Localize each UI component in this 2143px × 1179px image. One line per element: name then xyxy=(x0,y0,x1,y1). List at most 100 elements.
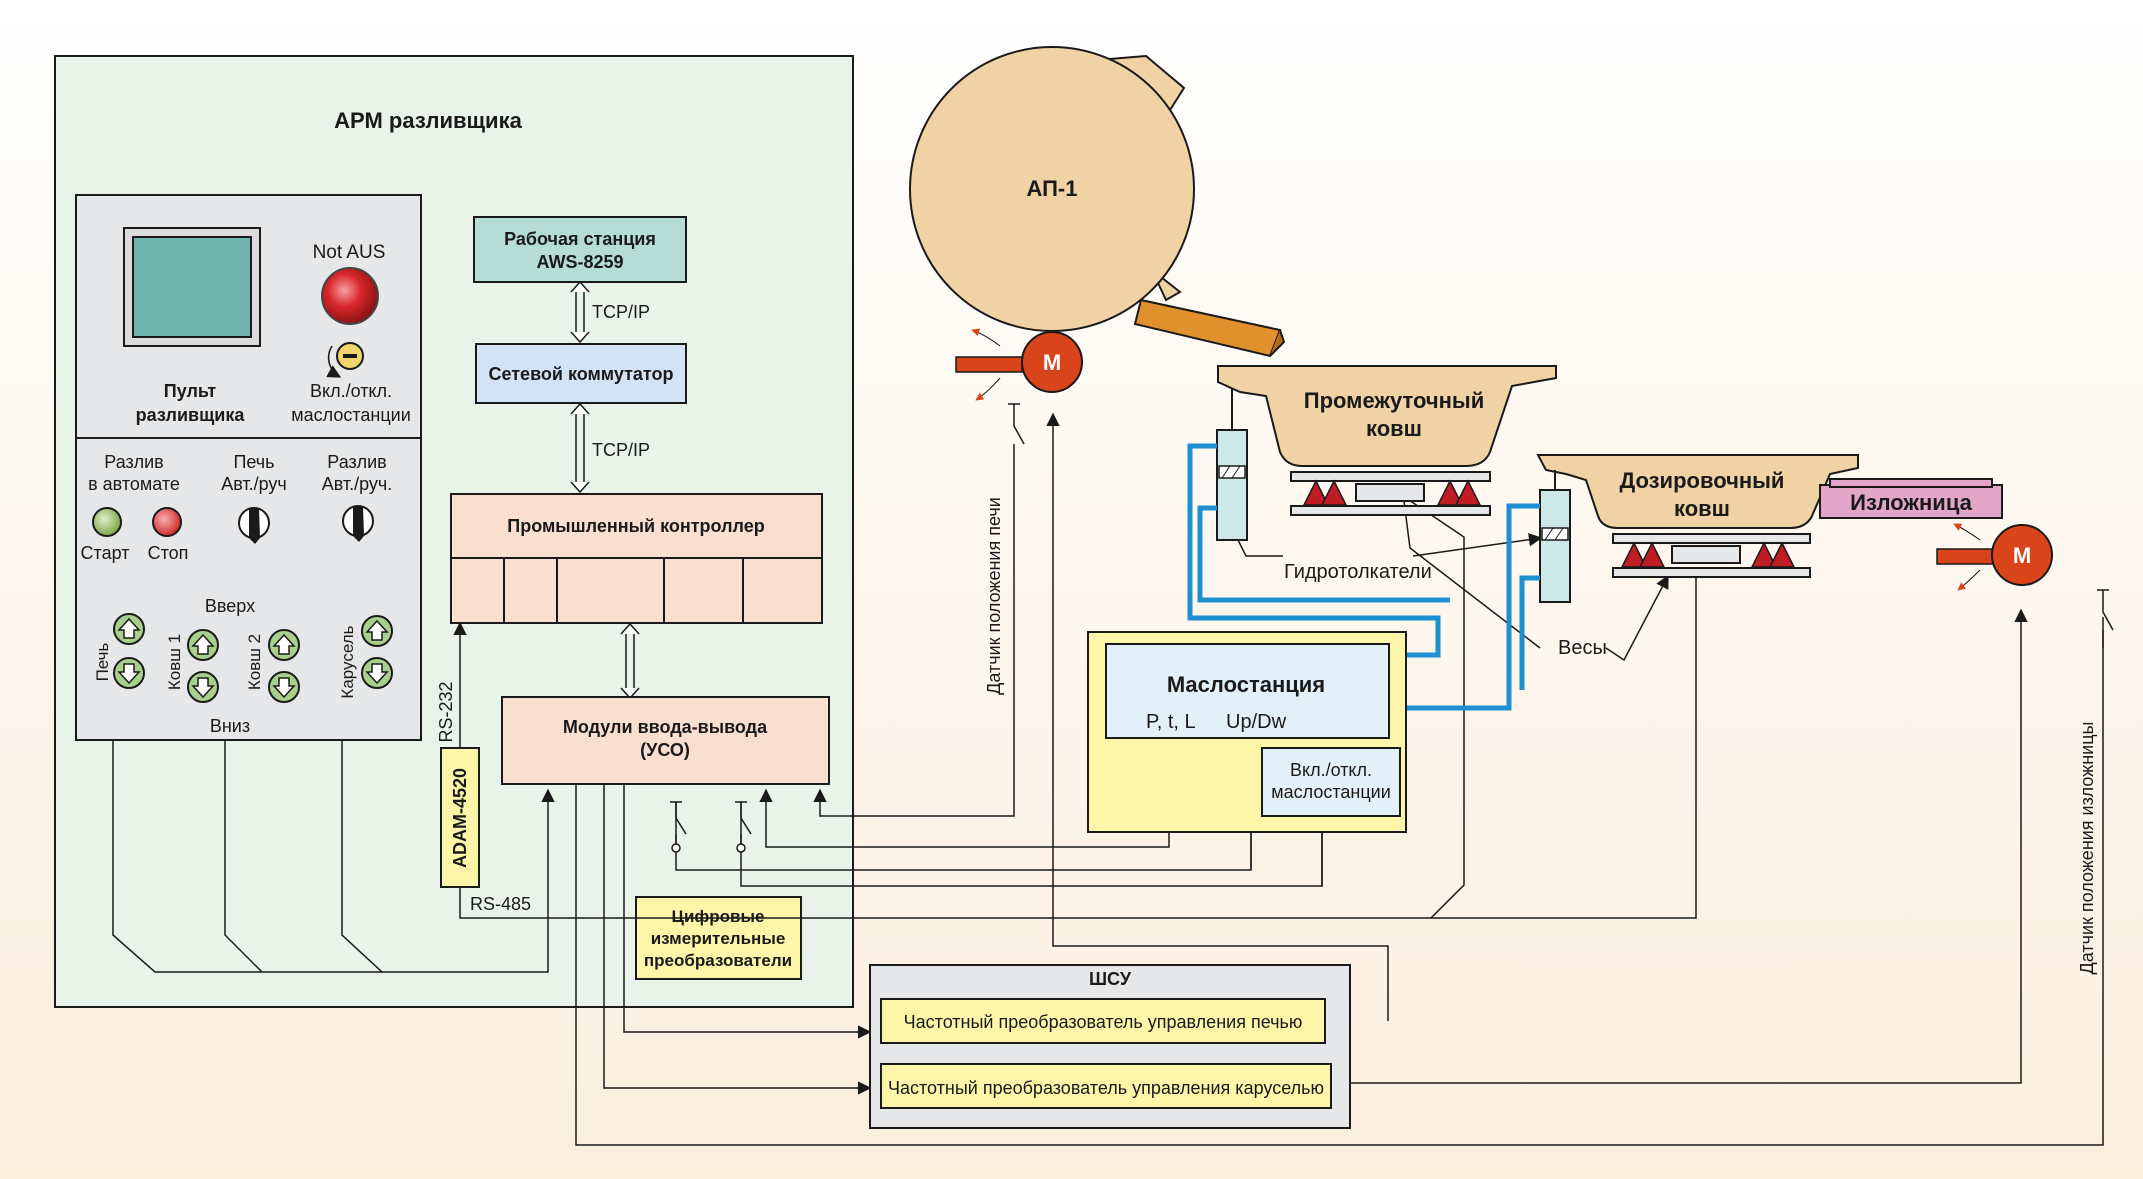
ladle1-jog-label: Ковш 1 xyxy=(165,634,184,690)
ladle1-up-button[interactable] xyxy=(187,629,219,661)
start-button[interactable] xyxy=(92,507,122,537)
pusher2-cylinder xyxy=(1539,489,1571,603)
up-arrow-icon xyxy=(272,633,296,655)
oil-station-switch-line1: Вкл./откл. xyxy=(1290,760,1372,780)
rotate-arrow-icon xyxy=(971,328,1001,347)
shsu-title: ШСУ xyxy=(1089,969,1132,989)
panel-wire-1 xyxy=(112,740,555,973)
scale2-bottom-plate xyxy=(1612,567,1811,578)
carousel-motor-label: М xyxy=(2013,543,2031,568)
workstation-box xyxy=(473,216,687,283)
ladle2-down-button[interactable] xyxy=(268,671,300,703)
hydraulic-pusher-2 xyxy=(1539,470,1571,603)
digital-transducers-line3: преобразователи xyxy=(644,951,792,970)
scale2-top-plate xyxy=(1612,533,1811,544)
dosing-ladle-label-line2: ковш xyxy=(1674,496,1730,521)
hydraulic-line-a xyxy=(1187,443,1441,658)
oil-station-switch-line2: маслостанции xyxy=(1271,782,1391,802)
furnace-down-button[interactable] xyxy=(113,657,145,689)
hydraulic-line-d xyxy=(1519,575,1540,690)
rotate-arrow-icon xyxy=(1953,523,1981,541)
oil-switch-label-line1: Вкл./откл. xyxy=(310,381,392,401)
scale2-support xyxy=(1620,541,1648,568)
hydraulic-line-c xyxy=(1388,503,1540,711)
oil-station-params: P, t, L xyxy=(1146,711,1196,733)
stop-button[interactable] xyxy=(152,507,182,537)
dosing-ladle-body xyxy=(1536,454,1859,529)
mold-label-cap xyxy=(1829,478,1993,488)
mold: Изложница xyxy=(1819,478,2003,519)
down-arrow-icon xyxy=(365,663,389,685)
pusher1-cylinder xyxy=(1216,429,1248,541)
oil-station-title: Маслостанция xyxy=(1167,672,1325,697)
carousel-down-button[interactable] xyxy=(361,657,393,689)
furnace-motor-label: М xyxy=(1043,350,1061,375)
furnace-motor-body xyxy=(1021,331,1083,393)
intermediate-ladle-label-line1: Промежуточный xyxy=(1304,388,1484,413)
rotate-arrow-icon xyxy=(326,345,342,378)
mold-label-box xyxy=(1819,484,2003,519)
carousel-motor: М xyxy=(1936,523,2053,591)
io-modules-box xyxy=(501,696,830,785)
furnace-spout-edge xyxy=(1269,329,1286,357)
pusher1-piston-hatch xyxy=(1231,465,1241,479)
dosing-ladle-label-line1: Дозировочный xyxy=(1620,468,1785,493)
scale2-support xyxy=(1768,541,1796,568)
plc-label: Промышленный контроллер xyxy=(507,516,764,536)
furnace-mode-label-line2: Авт./руч xyxy=(221,474,287,494)
scale2-support xyxy=(1750,541,1778,568)
down-arrow-icon xyxy=(191,677,215,699)
io-modules-label-line1: Модули ввода-вывода xyxy=(563,717,768,737)
shsu-furnace-wire xyxy=(1046,412,1389,1021)
wiring xyxy=(112,403,2114,1146)
ladle2-jog-label: Ковш 2 xyxy=(245,634,264,690)
furnace-motor-shaft xyxy=(955,356,1023,373)
scale1-wire xyxy=(1405,497,1465,919)
up-arrow-icon xyxy=(365,619,389,641)
scales-pointer-2 xyxy=(1605,574,1669,662)
digital-transducers-line2: измерительные xyxy=(651,929,786,948)
up-arrow-icon xyxy=(191,633,215,655)
pusher2-piston-hatch xyxy=(1554,527,1564,541)
emergency-stop-button[interactable] xyxy=(321,267,379,325)
rs232-label: RS-232 xyxy=(436,681,456,742)
intermediate-ladle-body xyxy=(1217,365,1557,467)
io-modules-label-line2: (УСО) xyxy=(640,740,690,760)
tcpip-link-2-arrows xyxy=(570,402,590,494)
vfd-carousel-label: Частотный преобразователь управления кар… xyxy=(888,1078,1324,1098)
contact-terminal xyxy=(736,843,746,853)
scale1-support xyxy=(1302,479,1330,506)
pusher2-piston-hatch xyxy=(1544,527,1554,541)
carousel-jog-label: Карусель xyxy=(338,625,357,698)
control-stack: Рабочая станция AWS-8259 TCP/IP Сетевой … xyxy=(436,216,830,980)
carousel-motor-body xyxy=(1991,524,2053,586)
scales-label: Весы xyxy=(1558,637,1607,659)
rotate-arrow-icon xyxy=(975,377,1001,401)
dosing-ladle: Дозировочный ковш xyxy=(1536,454,1859,578)
furnace-motor: М xyxy=(955,328,1083,401)
hydraulic-pushers-label: Гидротолкатели xyxy=(1284,561,1432,583)
auto-pour-label-line1: Разлив xyxy=(104,452,163,472)
stop-label: Стоп xyxy=(148,543,189,563)
oil-pump-selector-bar xyxy=(343,354,357,358)
up-arrow-icon xyxy=(117,617,141,639)
mold-sensor-contact xyxy=(2097,589,2114,648)
mold-label: Изложница xyxy=(1850,490,1972,515)
tcpip-label-1: TCP/IP xyxy=(592,302,650,322)
pusher1-piston-hatch xyxy=(1221,465,1231,479)
furnace-up-button[interactable] xyxy=(113,613,145,645)
scale1-top-plate xyxy=(1290,471,1491,482)
pour-mode-label-line1: Разлив xyxy=(327,452,386,472)
mold-sensor-wire xyxy=(575,617,2104,1146)
carousel-up-button[interactable] xyxy=(361,615,393,647)
operator-panel: Пульт разливщика Not AUS Вкл./откл. масл… xyxy=(75,194,422,741)
ladle1-down-button[interactable] xyxy=(187,671,219,703)
arm-title: АРМ разливщика xyxy=(334,108,522,133)
adam-4520-box xyxy=(440,747,480,888)
hydraulic-lines xyxy=(1187,443,1540,711)
contact-terminal xyxy=(671,843,681,853)
auto-pour-label-line2: в автомате xyxy=(88,474,180,494)
start-label: Старт xyxy=(81,543,130,563)
furnace-mode-selector-knob xyxy=(249,508,260,544)
ladle2-up-button[interactable] xyxy=(268,629,300,661)
